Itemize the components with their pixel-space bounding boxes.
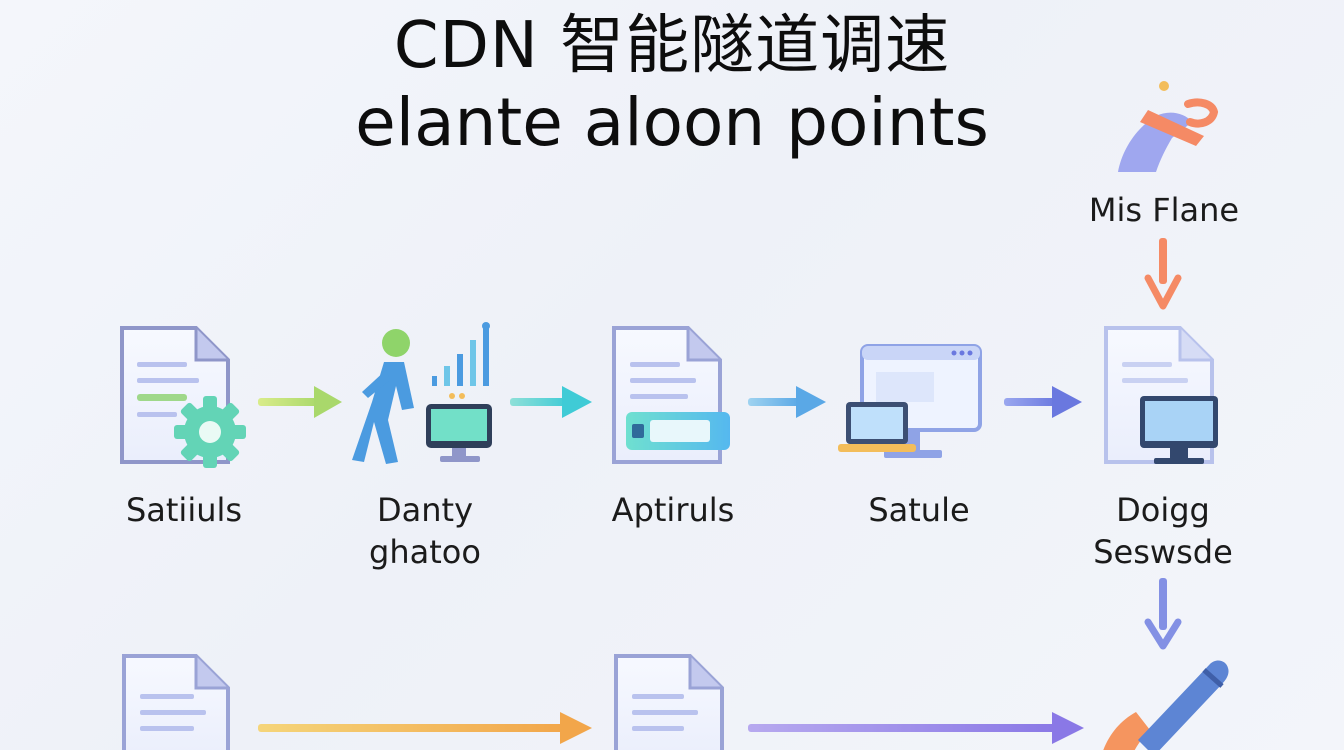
document-icon (122, 654, 230, 750)
arrow-bottom-1 (258, 712, 592, 744)
node-2-line-2: ghatoo (369, 533, 481, 571)
title-line-2: elante aloon points (355, 84, 989, 161)
title-line-1: CDN 智能隧道调速 (393, 9, 951, 83)
node-4-label: Satule (789, 489, 1049, 531)
arrow-2-to-3 (510, 386, 592, 418)
node-4-line-1: Satule (868, 491, 970, 529)
node-3-line-1: Aptiruls (611, 491, 735, 529)
node-5-label: Doigg Seswsde (1033, 489, 1293, 573)
node-1-label: Satiiuls (54, 489, 314, 531)
arrow-1-to-2 (258, 386, 342, 418)
arrow-bottom-2 (748, 712, 1084, 744)
node-3-label: Aptiruls (543, 489, 803, 531)
document-gear-icon (120, 326, 246, 468)
hand-pen-icon (1103, 660, 1229, 750)
top-node-label: Mis Flane (1088, 191, 1240, 229)
document-card-icon (612, 326, 730, 464)
hand-pen-icon (1118, 81, 1219, 172)
arrow-5-down (1144, 578, 1182, 650)
node-1-line-1: Satiiuls (125, 491, 243, 529)
document-icon (614, 654, 724, 750)
arrow-4-to-5 (1004, 386, 1082, 418)
document-monitor-icon (1104, 326, 1218, 464)
person-monitor-chart-icon (352, 322, 492, 464)
node-5-line-1: Doigg (1116, 491, 1210, 529)
arrow-3-to-4 (748, 386, 826, 418)
node-2-line-1: Danty (376, 491, 473, 529)
browser-laptop-desktop-icon (838, 344, 982, 458)
arrow-top-to-5 (1144, 238, 1182, 310)
node-5-line-2: Seswsde (1093, 533, 1233, 571)
node-2-label: Danty ghatoo (295, 489, 555, 573)
